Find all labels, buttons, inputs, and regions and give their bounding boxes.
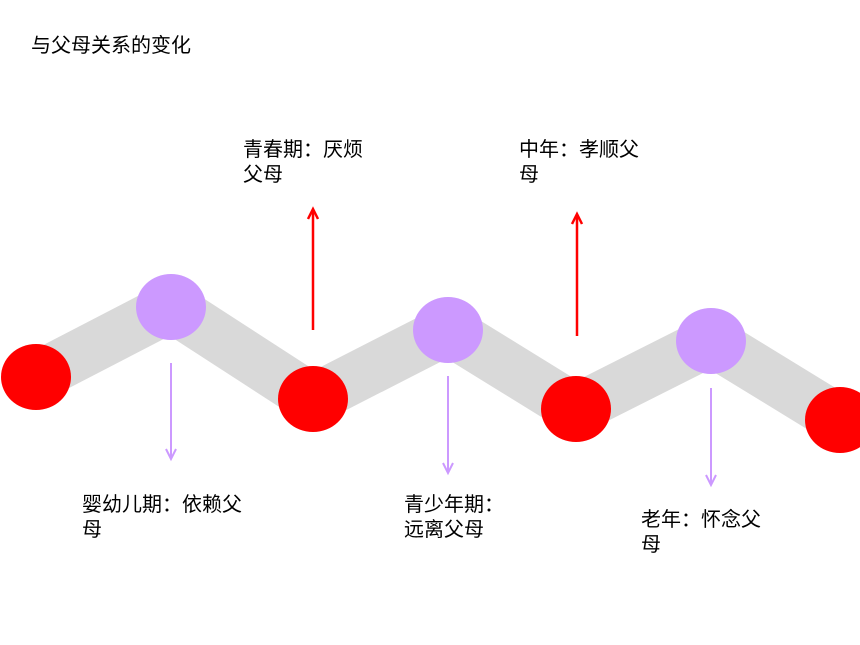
down-arrow-2	[442, 376, 454, 476]
high-node-3	[676, 308, 746, 374]
stage-label-line: 婴幼儿期：依赖父	[82, 492, 242, 516]
up-arrow-2	[570, 211, 584, 336]
stage-label-line: 青少年期：	[404, 492, 504, 516]
low-node-1	[1, 344, 71, 410]
low-node-2	[278, 366, 348, 432]
low-node-3	[541, 376, 611, 442]
down-arrow-1	[165, 363, 177, 462]
stage-label-old-age: 老年：怀念父 母	[641, 507, 761, 557]
stage-label-line: 母	[82, 517, 102, 541]
high-node-1	[136, 274, 206, 340]
down-arrow-3	[705, 388, 717, 488]
stage-label-puberty: 青春期：厌烦 父母	[243, 137, 363, 187]
stage-label-line: 青春期：厌烦	[243, 137, 363, 161]
stage-label-line: 远离父母	[404, 517, 484, 541]
stage-label-line: 父母	[243, 162, 283, 186]
stage-label-line: 老年：怀念父	[641, 507, 761, 531]
stage-label-adolescence: 青少年期： 远离父母	[404, 492, 504, 542]
stage-label-line: 中年：孝顺父	[519, 137, 639, 161]
stage-label-middle-age: 中年：孝顺父 母	[519, 137, 639, 187]
low-node-4	[805, 387, 860, 453]
high-node-2	[413, 297, 483, 363]
stage-label-infancy: 婴幼儿期：依赖父 母	[82, 492, 242, 542]
stage-label-line: 母	[519, 162, 539, 186]
stage-label-line: 母	[641, 532, 661, 556]
up-arrow-1	[306, 206, 320, 330]
diagram-title: 与父母关系的变化	[31, 33, 191, 57]
